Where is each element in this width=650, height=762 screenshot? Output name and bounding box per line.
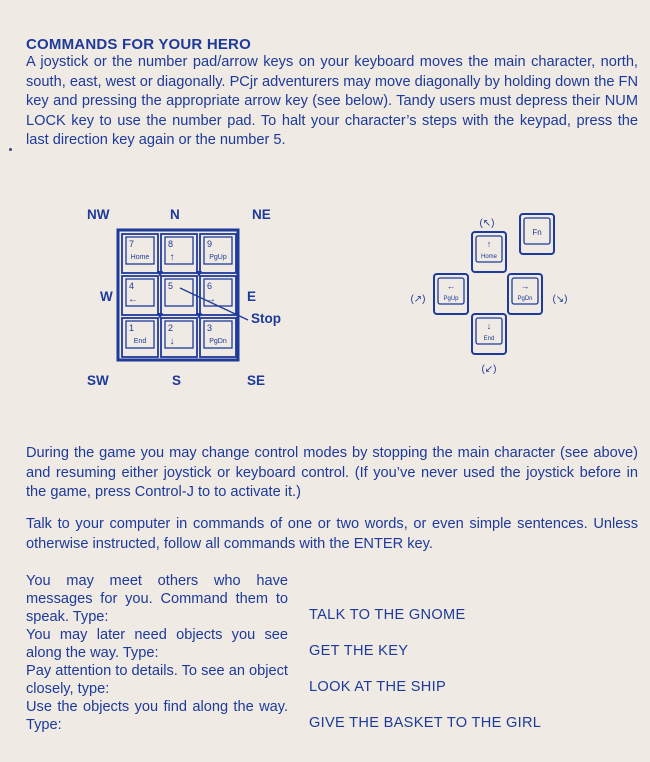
dir-s-label: S xyxy=(172,373,182,388)
dir-n-label: N xyxy=(170,207,180,222)
key-5-center: 5 xyxy=(160,275,198,316)
diag-ne-icon: (↗) xyxy=(410,294,425,305)
diag-se-icon: (↘) xyxy=(552,294,567,305)
key-4-left: 4← xyxy=(121,275,159,316)
dir-sw-label: SW xyxy=(87,373,109,388)
talk-paragraph: Talk to your computer in commands of one… xyxy=(26,516,638,552)
key-sub-label: Home xyxy=(131,254,150,261)
fn-key-label: Fn xyxy=(532,228,541,237)
diagonal-notch-icon xyxy=(196,271,202,277)
key-number-label: 8 xyxy=(168,239,173,249)
key-arrow-icon: ← xyxy=(128,294,138,305)
diagonal-notch-icon xyxy=(157,313,163,319)
key-arrow-icon: ↑ xyxy=(170,252,175,263)
example-text: Use the objects you find along the way. … xyxy=(26,699,288,733)
key-number-label: 3 xyxy=(207,323,212,333)
key-number-label: 9 xyxy=(207,239,212,249)
key-number-label: 5 xyxy=(168,281,173,291)
key-sub-label: PgDn xyxy=(209,338,227,345)
pcjr-arrow-diagram: Fn ↑ Home ← PgUp → PgDn ↓ End (↖) (↗) (↘… xyxy=(410,213,568,375)
dir-w-label: W xyxy=(100,289,113,304)
example-command: GET THE KEY xyxy=(309,643,409,659)
diag-sw-icon: (↙) xyxy=(481,364,496,375)
example-text: Pay attention to details. To see an obje… xyxy=(26,663,288,697)
key-sub-label: End xyxy=(134,338,147,345)
key-number-label: 1 xyxy=(129,323,134,333)
dir-nw-label: NW xyxy=(87,207,110,222)
example-command: LOOK AT THE SHIP xyxy=(309,679,446,695)
example-text: You may later need objects you see along… xyxy=(26,627,288,661)
pgdn-key-label: PgDn xyxy=(517,296,532,302)
dir-se-label: SE xyxy=(247,373,266,388)
key-6-right: 6→ xyxy=(199,275,237,316)
section-heading: COMMANDS FOR YOUR HERO xyxy=(26,36,251,53)
pgup-key-label: PgUp xyxy=(443,296,459,302)
key-arrow-icon: → xyxy=(206,294,216,305)
key-number-label: 6 xyxy=(207,281,212,291)
example-text: You may meet others who have messages fo… xyxy=(26,573,288,625)
home-key-label: Home xyxy=(481,254,498,260)
example-command: TALK TO THE GNOME xyxy=(309,607,466,623)
key-number-label: 4 xyxy=(129,281,134,291)
stop-pointer-line xyxy=(179,287,249,321)
intro-paragraph: A joystick or the number pad/arrow keys … xyxy=(26,54,638,148)
dir-e-label: E xyxy=(247,289,257,304)
pgup-arrow-key: ← PgUp xyxy=(433,273,469,315)
end-key-label: End xyxy=(484,336,495,342)
right-arrow-icon: → xyxy=(521,281,530,291)
end-arrow-key: ↓ End xyxy=(471,313,507,355)
key-2-down: 2↓ xyxy=(160,317,198,358)
diagonal-notch-icon xyxy=(157,271,163,277)
stop-label: Stop xyxy=(251,311,281,326)
up-arrow-icon: ↑ xyxy=(487,239,492,249)
key-sub-label: PgUp xyxy=(209,254,227,261)
home-arrow-key: ↑ Home xyxy=(471,231,507,273)
left-arrow-icon: ← xyxy=(447,281,456,291)
print-speck xyxy=(9,148,12,151)
key-number-label: 7 xyxy=(129,239,134,249)
key-arrow-icon: ↓ xyxy=(170,336,175,347)
key-number-label: 2 xyxy=(168,323,173,333)
down-arrow-icon: ↓ xyxy=(487,321,492,331)
dir-ne-label: NE xyxy=(252,207,271,222)
example-command: GIVE THE BASKET TO THE GIRL xyxy=(309,715,542,731)
control-modes-paragraph: During the game you may change control m… xyxy=(26,445,638,500)
diagonal-notch-icon xyxy=(196,313,202,319)
diag-nw-icon: (↖) xyxy=(479,218,494,229)
pgdn-arrow-key: → PgDn xyxy=(507,273,543,315)
fn-key: Fn xyxy=(519,213,555,255)
key-8-up: 8↑ xyxy=(160,233,198,274)
